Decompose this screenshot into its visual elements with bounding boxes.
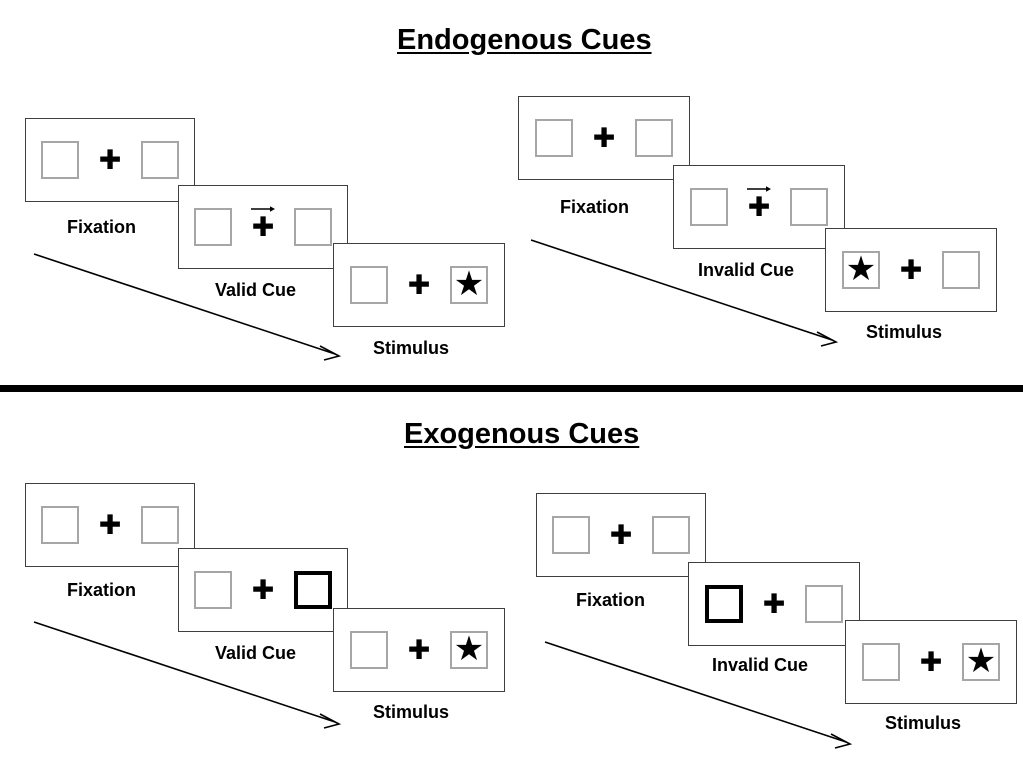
section-title-exogenous: Exogenous Cues (404, 418, 640, 450)
caption-endogenous-invalid-cue: Invalid Cue (698, 260, 795, 280)
left-box (862, 643, 900, 681)
left-box (194, 571, 232, 609)
right-box-cued (294, 571, 332, 609)
panel-endogenous-valid-stimulus: ✚ ★ (333, 243, 505, 327)
fixation-cross-icon: ✚ (919, 646, 943, 678)
left-box (552, 516, 590, 554)
fixation-cross-slot: ✚ (250, 205, 276, 249)
panel-endogenous-invalid-stimulus: ★ ✚ (825, 228, 997, 312)
section-divider (0, 385, 1023, 392)
left-box (350, 631, 388, 669)
caption-exogenous-valid-fixation: Fixation (67, 580, 137, 600)
left-box (690, 188, 728, 226)
fixation-cross-icon: ✚ (609, 519, 633, 551)
panel-exogenous-valid-stimulus: ✚ ★ (333, 608, 505, 692)
panel-exogenous-invalid-fixation: ✚ (536, 493, 706, 577)
left-box (535, 119, 573, 157)
panel-exogenous-valid-cue: ✚ (178, 548, 348, 632)
right-box (790, 188, 828, 226)
right-box (635, 119, 673, 157)
frame-content: ✚ (690, 185, 828, 229)
target-star-icon: ★ (845, 250, 877, 288)
fixation-cross-slot: ✚ (250, 568, 276, 612)
caption-exogenous-invalid-fixation: Fixation (576, 590, 646, 610)
caption-exogenous-valid-stimulus: Stimulus (373, 702, 450, 722)
caption-exogenous-valid-cue: Valid Cue (215, 643, 297, 663)
fixation-cross-slot: ✚ (608, 513, 634, 557)
frame-content: ✚ (705, 582, 843, 626)
caption-endogenous-valid-fixation: Fixation (67, 217, 137, 237)
right-box (294, 208, 332, 246)
right-box (652, 516, 690, 554)
caption-endogenous-valid-stimulus: Stimulus (373, 338, 450, 358)
time-arrow-exogenous-invalid (544, 641, 853, 749)
fixation-cross-slot: ✚ (918, 640, 944, 684)
fixation-cross-slot: ✚ (746, 185, 772, 229)
fixation-cross-slot: ✚ (761, 582, 787, 626)
fixation-cross-icon: ✚ (407, 634, 431, 666)
right-box: ★ (962, 643, 1000, 681)
panel-exogenous-invalid-stimulus: ✚ ★ (845, 620, 1017, 704)
fixation-cross-icon: ✚ (98, 144, 122, 176)
caption-endogenous-invalid-stimulus: Stimulus (866, 322, 943, 342)
caption-exogenous-invalid-cue: Invalid Cue (712, 655, 809, 675)
fixation-cross-slot: ✚ (97, 138, 123, 182)
right-box: ★ (450, 266, 488, 304)
right-box (141, 141, 179, 179)
target-star-icon: ★ (453, 265, 485, 303)
fixation-cross-slot: ✚ (406, 628, 432, 672)
arrow-right-icon (747, 186, 771, 192)
fixation-cross-slot: ✚ (591, 116, 617, 160)
right-box (805, 585, 843, 623)
time-arrow-exogenous-valid (33, 621, 342, 729)
panel-exogenous-invalid-cue: ✚ (688, 562, 860, 646)
fixation-cross-icon: ✚ (251, 574, 275, 606)
fixation-cross-slot: ✚ (97, 503, 123, 547)
frame-content: ✚ (552, 513, 690, 557)
frame-content: ✚ (194, 568, 332, 612)
frame-content: ✚ (194, 205, 332, 249)
caption-endogenous-invalid-fixation: Fixation (560, 197, 630, 217)
caption-endogenous-valid-cue: Valid Cue (215, 280, 297, 300)
frame-content: ✚ ★ (350, 263, 488, 307)
frame-content: ✚ (41, 503, 179, 547)
left-box: ★ (842, 251, 880, 289)
frame-content: ✚ ★ (862, 640, 1000, 684)
target-star-icon: ★ (453, 630, 485, 668)
fixation-cross-slot: ✚ (898, 248, 924, 292)
fixation-cross-icon: ✚ (762, 588, 786, 620)
left-box-cued (705, 585, 743, 623)
right-box (141, 506, 179, 544)
time-arrow-endogenous-invalid (530, 239, 839, 347)
fixation-cross-icon: ✚ (407, 269, 431, 301)
left-box (350, 266, 388, 304)
fixation-cross-icon: ✚ (747, 191, 771, 223)
fixation-cross-icon: ✚ (98, 509, 122, 541)
arrow-right-icon (251, 206, 275, 212)
panel-endogenous-valid-fixation: ✚ (25, 118, 195, 202)
left-box (41, 506, 79, 544)
left-box (194, 208, 232, 246)
panel-exogenous-valid-fixation: ✚ (25, 483, 195, 567)
frame-content: ✚ (535, 116, 673, 160)
fixation-cross-icon: ✚ (899, 254, 923, 286)
panel-endogenous-valid-cue: ✚ (178, 185, 348, 269)
fixation-cross-icon: ✚ (251, 211, 275, 243)
frame-content: ★ ✚ (842, 248, 980, 292)
right-box: ★ (450, 631, 488, 669)
right-box (942, 251, 980, 289)
frame-content: ✚ ★ (350, 628, 488, 672)
panel-endogenous-invalid-cue: ✚ (673, 165, 845, 249)
panel-endogenous-invalid-fixation: ✚ (518, 96, 690, 180)
left-box (41, 141, 79, 179)
section-title-endogenous: Endogenous Cues (397, 24, 652, 56)
fixation-cross-slot: ✚ (406, 263, 432, 307)
target-star-icon: ★ (965, 642, 997, 680)
caption-exogenous-invalid-stimulus: Stimulus (885, 713, 962, 733)
frame-content: ✚ (41, 138, 179, 182)
time-arrow-endogenous-valid (33, 253, 342, 361)
fixation-cross-icon: ✚ (592, 122, 616, 154)
